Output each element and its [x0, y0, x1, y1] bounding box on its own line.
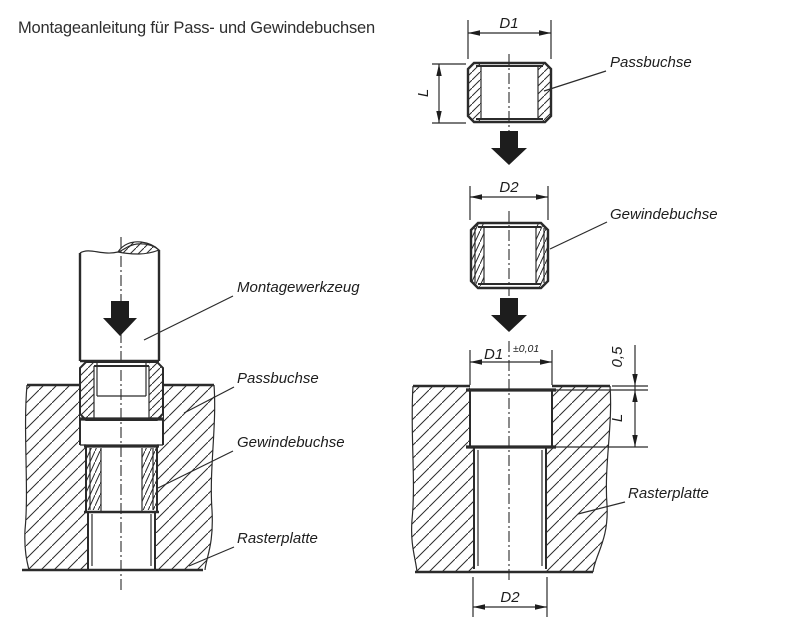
raster-plate-section [410, 384, 612, 574]
label-passbuchse-left: Passbuchse [237, 370, 319, 387]
dim-recess-text: 0,5 [609, 346, 626, 368]
threaded-bushing-figure: D2 Gewindebuchse [469, 179, 718, 332]
dim-depth-text: L [609, 414, 626, 422]
raster-plate-section [22, 383, 216, 572]
label-gewindebuchse-right: Gewindebuchse [610, 206, 718, 223]
dim-d2-text: D2 [499, 179, 519, 196]
press-direction-arrow-icon [103, 301, 137, 336]
left-assembly-figure: Montagewerkzeug Passbuchse Gewindebuchse… [22, 237, 360, 592]
dim-d2-bottom: D2 [472, 577, 548, 617]
leader-line [543, 70, 607, 92]
dim-l-text: L [415, 89, 432, 97]
label-rasterplatte-right: Rasterplatte [628, 485, 709, 502]
left-figure-labels: Montagewerkzeug Passbuchse Gewindebuchse… [143, 279, 360, 567]
label-gewindebuchse-left: Gewindebuchse [237, 434, 345, 451]
page-title: Montageanleitung für Pass- und Gewindebu… [18, 19, 375, 37]
dim-recess-and-depth: 0,5 L [556, 345, 648, 448]
press-direction-arrow-icon [491, 131, 527, 165]
threaded-bushing-installed [84, 444, 159, 514]
dim-d2: D2 [469, 179, 549, 220]
installed-figure: D1 ±0,01 0,5 L D2 Rasterplatte [410, 341, 709, 617]
label-montagewerkzeug: Montagewerkzeug [237, 279, 360, 296]
fit-bushing-figure: D1 L Passbuchse [415, 15, 692, 165]
dim-d1: D1 [467, 15, 552, 59]
leader-line [549, 221, 608, 250]
dim-d1-tolerance-text: ±0,01 [513, 343, 539, 355]
dim-d2-text: D2 [500, 589, 520, 606]
leader-line [577, 501, 626, 515]
dim-l: L [415, 63, 466, 124]
dim-d1-toleranced: D1 ±0,01 [469, 343, 553, 385]
press-direction-arrow-icon [491, 298, 527, 332]
label-passbuchse-right: Passbuchse [610, 54, 692, 71]
dim-d1-text: D1 [499, 15, 518, 32]
label-rasterplatte-left: Rasterplatte [237, 530, 318, 547]
dim-d1-text: D1 [484, 346, 503, 363]
